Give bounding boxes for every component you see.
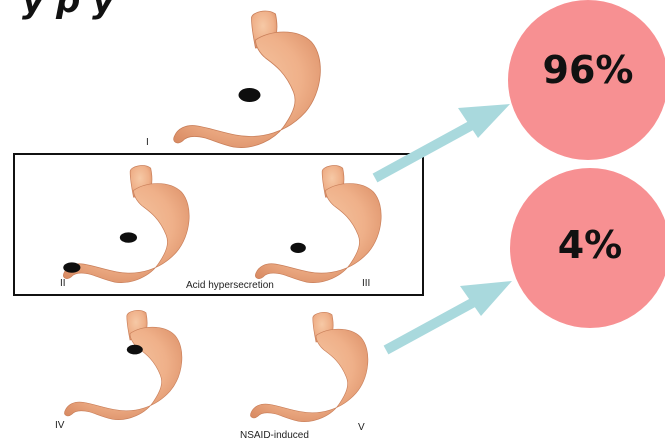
- percent-96-label: 96%: [543, 48, 634, 92]
- percent-circle-96: 96%: [508, 0, 665, 160]
- percent-4-label: 4%: [558, 223, 623, 267]
- percent-circle-4: 4%: [510, 168, 665, 328]
- arrow-to-96-percent: [375, 104, 510, 178]
- arrow-to-4-percent: [386, 281, 512, 350]
